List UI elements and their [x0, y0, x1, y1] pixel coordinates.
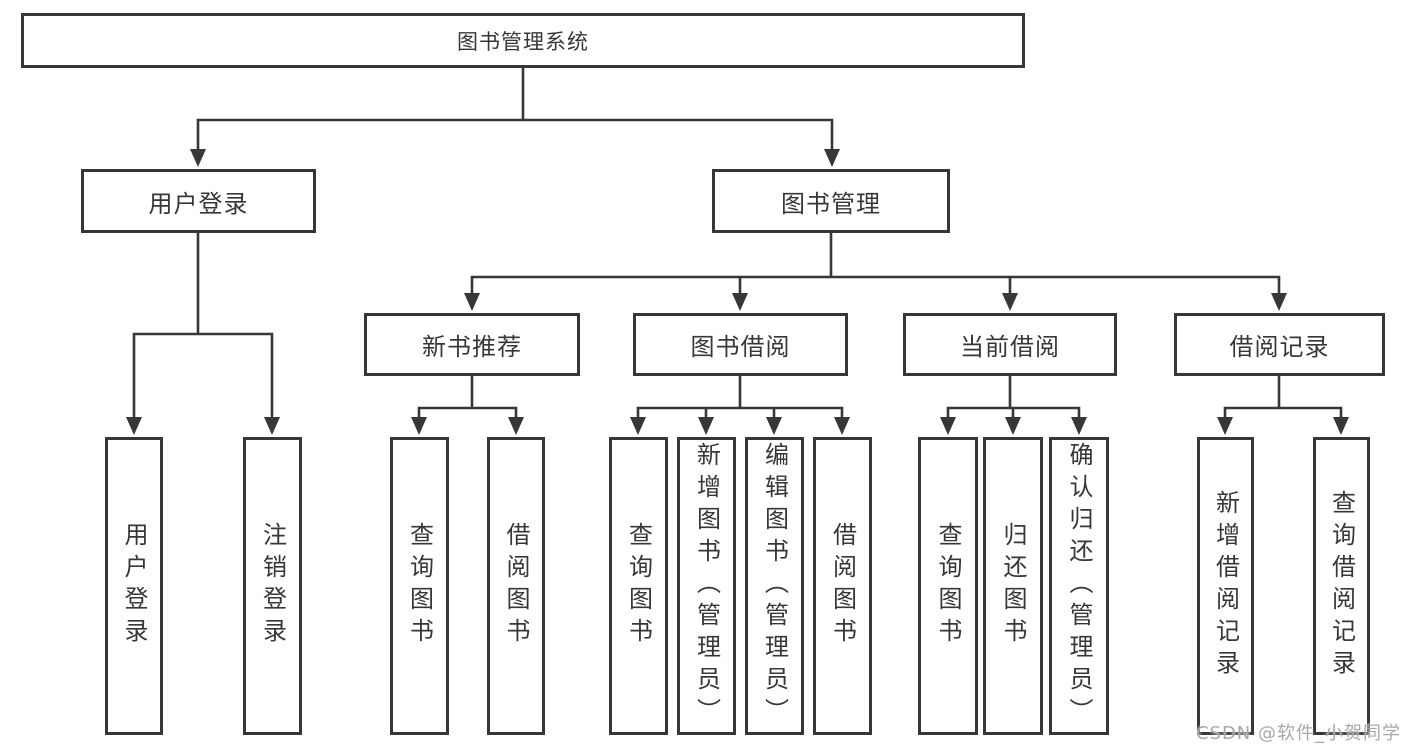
node-new-book-recommend: 新书推荐: [364, 313, 580, 376]
leaf-borrow-edit-books-admin-label: 编辑图书（管理员）: [760, 442, 789, 730]
node-borrow-records-label: 借阅记录: [1229, 333, 1330, 361]
node-user-login: 用户登录: [81, 169, 316, 233]
node-current-borrow: 当前借阅: [903, 313, 1117, 376]
arrowhead-icon: [824, 149, 840, 167]
leaf-borrow-add-books-admin-label: 新增图书（管理员）: [692, 442, 721, 730]
edge-bookborrow-to-leaves: [636, 374, 844, 420]
arrowhead-icon: [630, 417, 646, 435]
arrowheads: [126, 149, 1349, 435]
leaf-borrow-query-books-label: 查询图书: [624, 522, 653, 650]
leaf-records-query-record-label: 查询借阅记录: [1327, 490, 1356, 682]
leaf-newbook-borrow-books-label: 借阅图书: [502, 522, 530, 650]
leaf-borrow-edit-books-admin: 编辑图书（管理员）: [745, 437, 804, 735]
node-root-label: 图书管理系统: [457, 29, 589, 54]
leaf-newbook-query-books: 查询图书: [390, 437, 449, 735]
arrowhead-icon: [1071, 417, 1087, 435]
leaf-user-login-label: 用户登录: [120, 522, 148, 650]
leaf-logout-label: 注销登录: [258, 522, 287, 650]
leaf-borrow-borrow-books: 借阅图书: [813, 437, 872, 735]
node-borrow-records: 借阅记录: [1174, 313, 1385, 376]
edge-newbook-to-leaves: [417, 374, 518, 420]
arrowhead-icon: [766, 417, 782, 435]
arrowhead-icon: [264, 417, 280, 435]
arrowhead-icon: [1333, 417, 1349, 435]
arrowhead-icon: [1002, 293, 1018, 311]
arrowhead-icon: [508, 417, 524, 435]
arrowhead-icon: [464, 293, 480, 311]
leaf-borrow-add-books-admin: 新增图书（管理员）: [677, 437, 736, 735]
arrowhead-icon: [1005, 417, 1021, 435]
leaf-user-login: 用户登录: [105, 437, 163, 735]
arrowhead-icon: [698, 417, 714, 435]
leaf-current-confirm-return-admin-label: 确认归还（管理员）: [1065, 442, 1093, 730]
node-book-management-label: 图书管理: [781, 189, 881, 218]
edge-userlogin-to-leaves: [132, 230, 274, 420]
arrowhead-icon: [1217, 417, 1233, 435]
leaf-borrow-borrow-books-label: 借阅图书: [828, 522, 857, 650]
watermark: CSDN @软件_小贺同学: [1195, 723, 1401, 744]
leaf-logout: 注销登录: [243, 437, 302, 735]
leaf-current-confirm-return-admin: 确认归还（管理员）: [1049, 437, 1109, 735]
leaf-records-query-record: 查询借阅记录: [1313, 437, 1370, 735]
leaf-current-query-books-label: 查询图书: [934, 522, 962, 650]
arrowhead-icon: [1271, 293, 1287, 311]
node-current-borrow-label: 当前借阅: [960, 333, 1060, 361]
arrowhead-icon: [411, 417, 427, 435]
arrowhead-icon: [940, 417, 956, 435]
node-book-borrow: 图书借阅: [633, 313, 848, 376]
edge-root-to-level2: [196, 66, 834, 152]
leaf-borrow-query-books: 查询图书: [609, 437, 668, 735]
arrowhead-icon: [190, 149, 206, 167]
node-user-login-label: 用户登录: [148, 189, 249, 218]
leaf-current-query-books: 查询图书: [918, 437, 978, 735]
arrowhead-icon: [732, 293, 748, 311]
node-root: 图书管理系统: [21, 13, 1025, 68]
node-book-borrow-label: 图书借阅: [690, 333, 791, 361]
arrowhead-icon: [126, 417, 142, 435]
edge-bookmgmt-to-level3: [470, 230, 1281, 296]
edge-lines: [132, 66, 1343, 420]
arrowhead-icon: [834, 417, 850, 435]
leaf-current-return-books-label: 归还图书: [999, 522, 1027, 650]
edge-borrowrecord-to-leaves: [1223, 374, 1343, 420]
leaf-records-add-record-label: 新增借阅记录: [1211, 490, 1240, 682]
edge-currentborrow-to-leaves: [946, 374, 1081, 420]
node-new-book-recommend-label: 新书推荐: [422, 333, 522, 361]
leaf-newbook-query-books-label: 查询图书: [405, 522, 434, 650]
node-book-management: 图书管理: [712, 169, 950, 233]
leaf-current-return-books: 归还图书: [983, 437, 1043, 735]
leaf-newbook-borrow-books: 借阅图书: [487, 437, 545, 735]
leaf-records-add-record: 新增借阅记录: [1197, 437, 1254, 735]
